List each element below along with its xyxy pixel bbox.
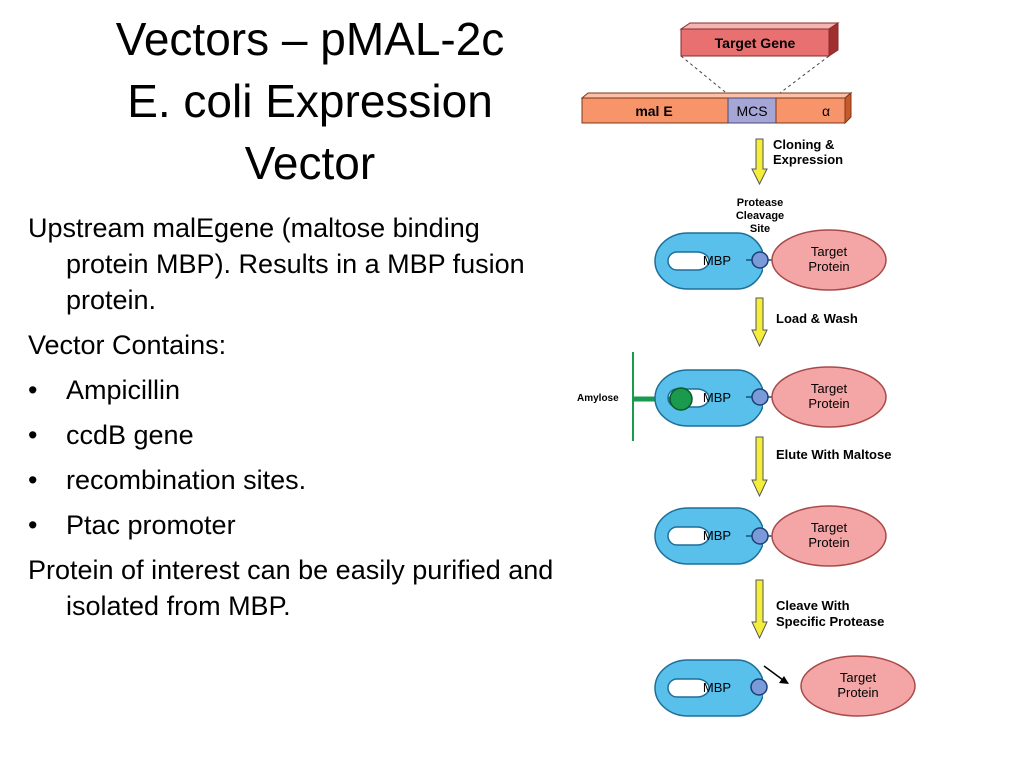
mcs-label: MCS [736, 103, 767, 119]
bullet-dot: • [28, 420, 38, 450]
intro-paragraph: Upstream malEgene (maltose binding prote… [28, 213, 525, 315]
contains-heading: Vector Contains: [28, 330, 227, 360]
title-line-1: Vectors – pMAL-2c [115, 13, 505, 65]
vector-bar: mal E MCS α [580, 91, 853, 125]
bullet-item: • recombination sites. [28, 462, 568, 498]
cleavage-site-bead [750, 678, 768, 696]
step-elute: Elute With Maltose [776, 447, 891, 462]
down-arrow-icon [751, 436, 768, 498]
target-protein-label-2: Protein [837, 685, 878, 700]
cleavage-arrow-icon [763, 665, 789, 684]
slide-body: Upstream malEgene (maltose binding prote… [28, 210, 568, 633]
bullet-text: recombination sites. [66, 465, 307, 495]
bullet-item: • ccdB gene [28, 417, 568, 453]
target-protein-label-2: Protein [808, 396, 849, 411]
target-protein-label-1: Target [811, 520, 848, 535]
target-protein-label-1: Target [840, 670, 877, 685]
mal-e-label: mal E [635, 103, 672, 119]
cleavage-site-line1: Protease [737, 197, 783, 209]
bullet-item: • Ampicillin [28, 372, 568, 408]
insert-guide-line [680, 55, 731, 97]
insert-guide-line [775, 55, 830, 97]
fusion-protein-bound: MBP Target Protein [654, 366, 887, 428]
target-protein-shape [771, 229, 887, 291]
title-line-2: E. coli Expression [127, 75, 493, 127]
fusion-protein-eluted: MBP Target Protein [654, 505, 887, 567]
down-arrow-icon [751, 579, 768, 640]
bullet-text: Ampicillin [66, 375, 181, 405]
mal-e-segment [581, 97, 729, 124]
target-protein-label-2: Protein [808, 259, 849, 274]
step-load-wash: Load & Wash [776, 311, 858, 326]
title-line-3: Vector [244, 137, 376, 189]
mbp-label: MBP [703, 253, 731, 268]
down-arrow-icon [751, 138, 768, 186]
target-protein-shape [771, 366, 887, 428]
cleaved-products: MBP Target Protein [654, 655, 916, 717]
bullet-text: Ptac promoter [66, 510, 236, 540]
mbp-label: MBP [703, 528, 731, 543]
target-protein-label-1: Target [811, 244, 848, 259]
target-protein-shape [771, 505, 887, 567]
cleavage-site-bead [751, 527, 769, 545]
bullet-dot: • [28, 465, 38, 495]
mbp-label: MBP [703, 680, 731, 695]
down-arrow-icon [751, 297, 768, 348]
alpha-segment [775, 97, 846, 124]
cleavage-site-line2: Cleavage [736, 210, 784, 222]
target-gene-label: Target Gene [715, 35, 796, 51]
cleavage-site-bead [751, 388, 769, 406]
bullet-item: • Ptac promoter [28, 507, 568, 543]
mcs-segment [727, 97, 777, 124]
cleavage-site-line3: Site [750, 223, 770, 235]
target-protein-label-2: Protein [808, 535, 849, 550]
target-protein-label-1: Target [811, 381, 848, 396]
alpha-label: α [822, 103, 830, 119]
step-cleave-line1: Cleave With [776, 598, 850, 613]
target-protein-shape [800, 655, 916, 717]
cleavage-site-bead [751, 251, 769, 269]
conclusion-paragraph: Protein of interest can be easily purifi… [28, 555, 554, 621]
bullet-dot: • [28, 510, 38, 540]
bullet-text: ccdB gene [66, 420, 194, 450]
bullet-dot: • [28, 375, 38, 405]
amylose-bead [669, 387, 693, 411]
step-cloning-line1: Cloning & [773, 137, 834, 152]
fusion-protein-expressed: MBP Target Protein [654, 229, 887, 291]
step-cleave-line2: Specific Protease [776, 614, 884, 629]
slide-title: Vectors – pMAL-2c E. coli Expression Vec… [40, 8, 580, 194]
amylose-label: Amylose [577, 393, 619, 404]
mbp-label: MBP [703, 390, 731, 405]
step-cloning-line2: Expression [773, 152, 843, 167]
target-gene-block: Target Gene [679, 22, 840, 57]
